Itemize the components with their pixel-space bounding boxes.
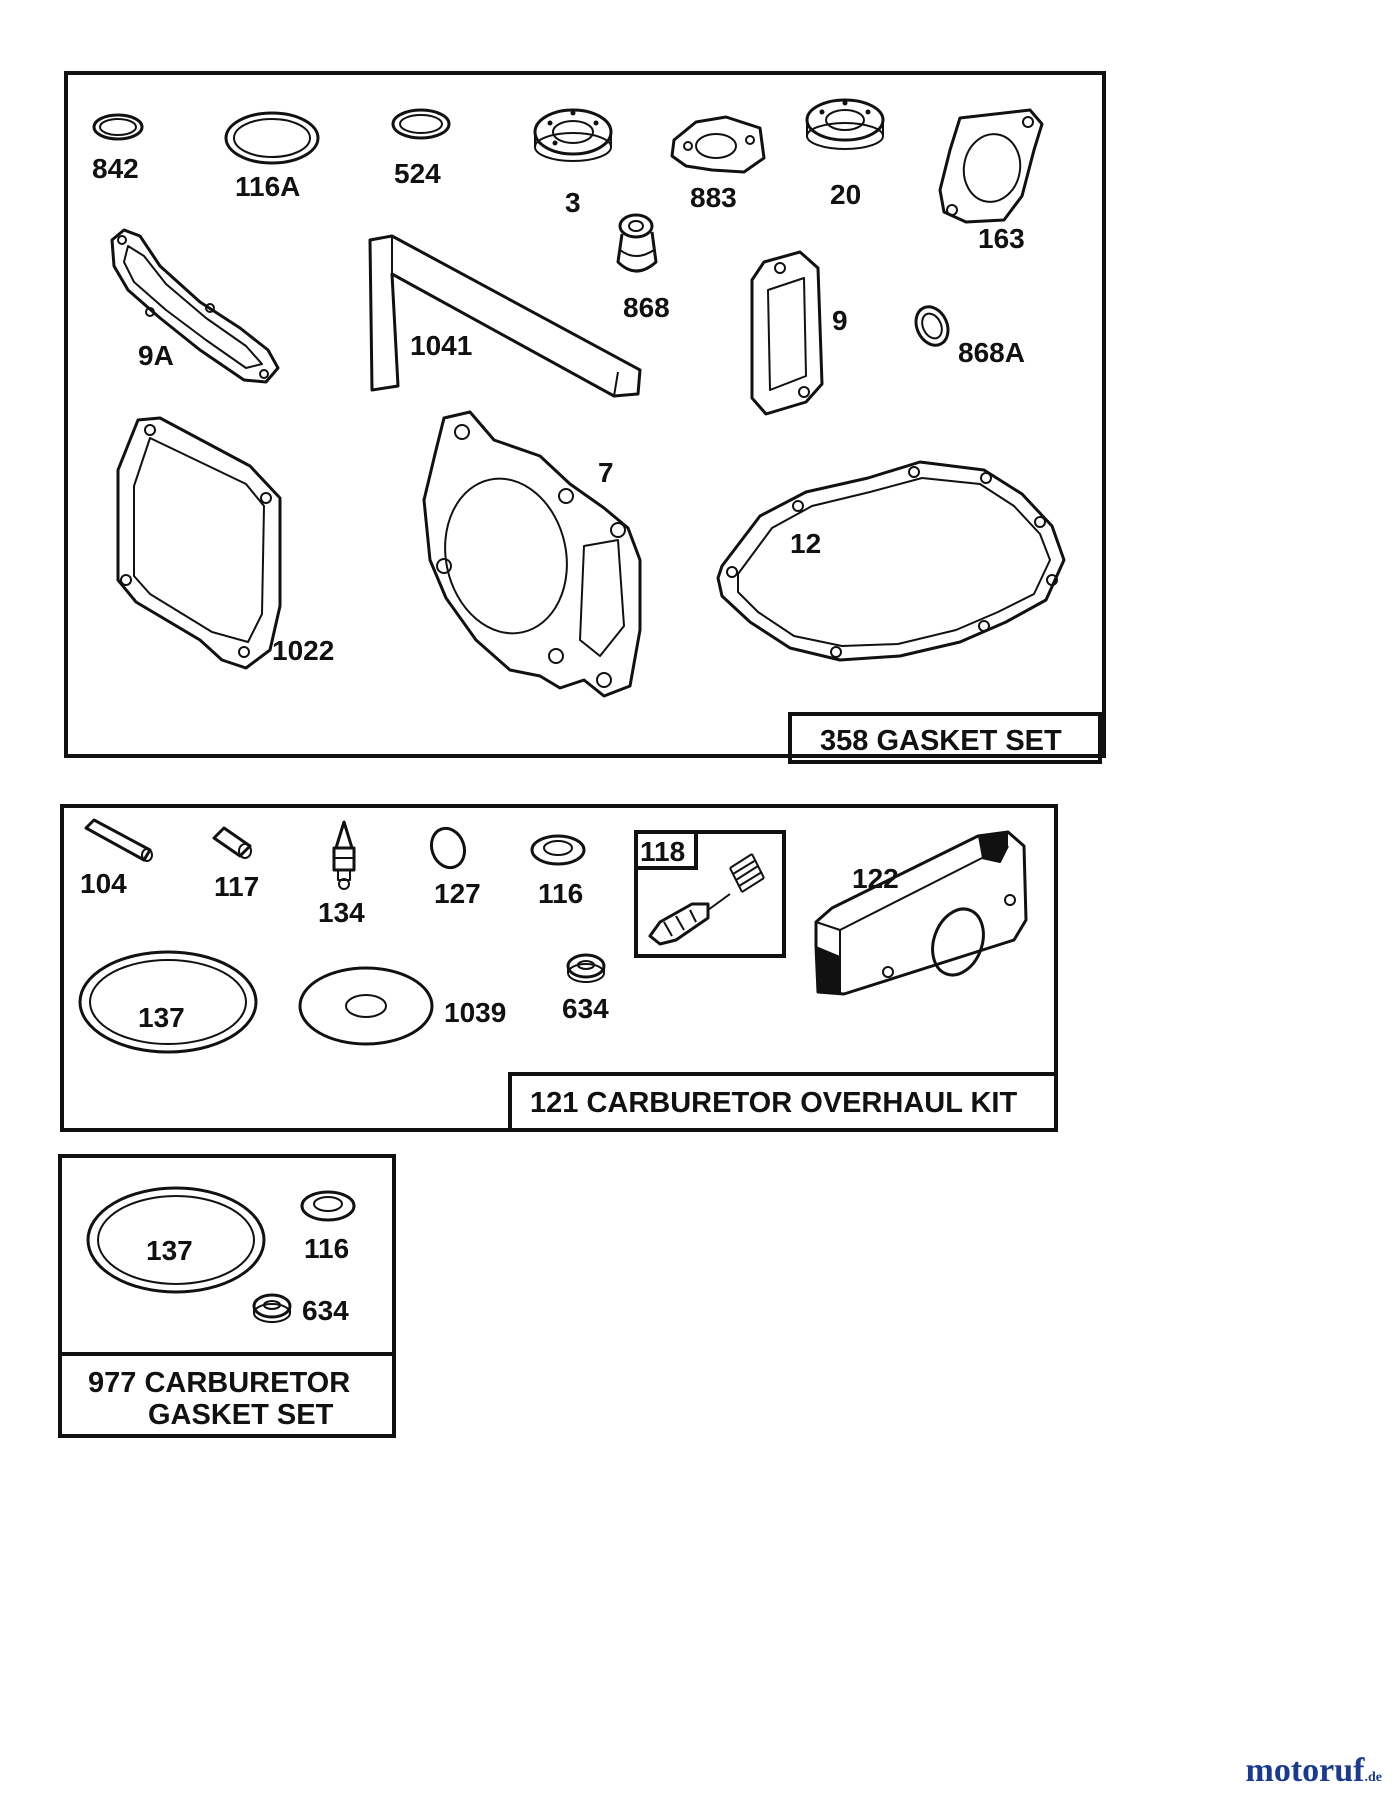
part-label-20: 20 [830,179,861,210]
gasket-set-panel: 358 GASKET SET 842 116A 524 3 [64,71,1106,764]
overhaul-kit-title: 121 CARBURETOR OVERHAUL KIT [530,1087,1017,1119]
part-label-122: 122 [852,863,899,894]
part-label-137-gasket-set: 137 [146,1235,193,1266]
part-label-868: 868 [623,292,670,323]
part-9A-breather-gasket [110,228,280,384]
carburetor-gasket-set-panel: 977 CARBURETOR GASKET SET 137 116 634 [58,1154,396,1438]
part-label-524: 524 [394,158,441,189]
part-label-1039: 1039 [444,997,506,1028]
carb-gasket-set-title-line1: 977 CARBURETOR [88,1367,350,1399]
part-label-117: 117 [214,871,259,902]
part-label-163: 163 [978,223,1025,254]
part-868-valve-seal [616,213,658,273]
part-label-116A: 116A [235,171,300,202]
part-137-oring-overhaul [78,950,258,1054]
part-label-134: 134 [318,897,365,928]
part-label-9A: 9A [138,340,174,371]
part-116-washer-gasket-set [300,1190,356,1222]
part-883-intake-gasket [670,115,766,174]
part-label-868A: 868A [958,337,1025,368]
part-label-3: 3 [565,187,581,218]
part-127-welch-plug [429,826,467,870]
part-1041-hex-wrench [368,234,642,398]
part-116A-ring [224,111,320,165]
gasket-set-title: 358 GASKET SET [820,725,1062,757]
watermark-tld: .de [1364,1770,1383,1785]
part-label-12: 12 [790,528,821,559]
part-12-crankcase-gasket [716,460,1066,662]
part-label-1041: 1041 [410,330,472,361]
part-label-7: 7 [598,457,614,488]
part-104-pin [84,818,153,862]
part-118-label-box [634,830,698,870]
part-7-head-gasket [422,410,642,698]
part-label-116-overhaul: 116 [538,878,583,909]
carb-gasket-set-frame [58,1154,396,1438]
part-label-634-gasket-set: 634 [302,1295,349,1326]
gasket-set-frame [64,71,1106,758]
part-137-oring-gasket-set [86,1186,266,1294]
part-label-883: 883 [690,182,737,213]
watermark-logo: motoruf.de [1246,1752,1382,1790]
part-label-9: 9 [832,305,848,336]
part-118-box [634,830,786,958]
part-117-sleeve [212,826,252,859]
part-20-oil-seal [805,98,885,150]
part-9-gasket [750,250,824,416]
part-3-oil-seal [533,108,613,162]
watermark-brand: motoruf [1245,1752,1365,1789]
part-116-washer [530,834,586,866]
part-label-1022: 1022 [272,635,334,666]
part-1039-diaphragm [298,966,434,1046]
carb-gasket-set-title-line2: GASKET SET [148,1399,334,1431]
part-134-needle [332,820,356,890]
part-634-washer-gasket-set [252,1293,292,1323]
part-label-104: 104 [80,868,127,899]
part-842-oring [92,113,144,141]
part-label-842: 842 [92,153,139,184]
carburetor-overhaul-kit-panel: 121 CARBURETOR OVERHAUL KIT 104 117 134 … [60,804,1058,1132]
part-524-ring [391,108,451,140]
part-label-116-gasket-set: 116 [304,1233,349,1264]
gasket-set-title-box [788,712,1102,764]
part-label-137-overhaul: 137 [138,1002,185,1033]
part-122-spacer [814,830,1028,996]
part-label-127: 127 [434,878,481,909]
part-163-gasket [938,108,1044,224]
part-868A-washer [914,305,950,347]
overhaul-kit-title-box [508,1072,1058,1132]
part-1022-rocker-gasket [116,416,282,670]
part-label-118: 118 [640,836,685,867]
part-634-washer-overhaul [566,953,606,983]
part-label-634-overhaul: 634 [562,993,609,1024]
part-118-mixture-screw-set [634,830,786,958]
